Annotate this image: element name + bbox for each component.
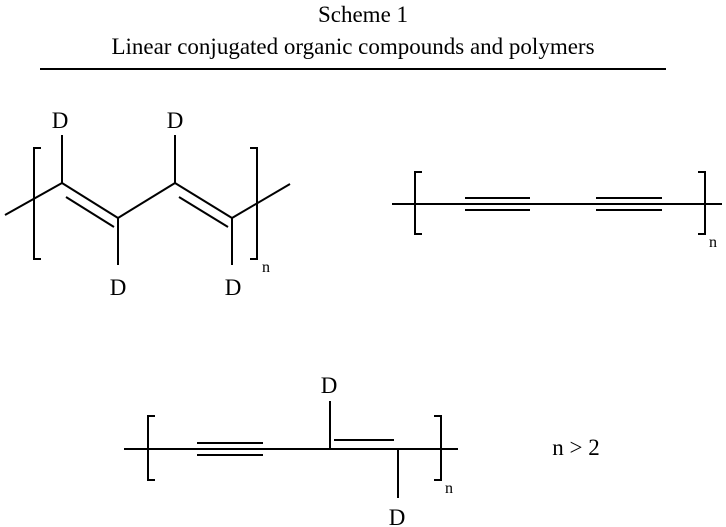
enyne-structure: D D n	[124, 373, 458, 527]
deuterium-label: D	[389, 505, 406, 527]
polyene-structure: D D D D n	[5, 108, 290, 300]
repeat-subscript: n	[262, 259, 270, 276]
chain-bond	[118, 183, 175, 218]
polyyne-structure: n	[392, 172, 722, 251]
deuterium-label: D	[52, 108, 69, 133]
scheme-title: Scheme 1	[318, 2, 408, 27]
degree-condition: n > 2	[552, 435, 599, 460]
repeat-subscript: n	[709, 234, 717, 251]
scheme-subtitle: Linear conjugated organic compounds and …	[111, 34, 594, 59]
deuterium-label: D	[225, 275, 242, 300]
chain-bond	[232, 184, 290, 218]
repeat-subscript: n	[445, 480, 453, 497]
deuterium-label: D	[321, 373, 338, 398]
deuterium-label: D	[110, 275, 127, 300]
left-bracket	[34, 148, 41, 259]
deuterium-label: D	[167, 108, 184, 133]
